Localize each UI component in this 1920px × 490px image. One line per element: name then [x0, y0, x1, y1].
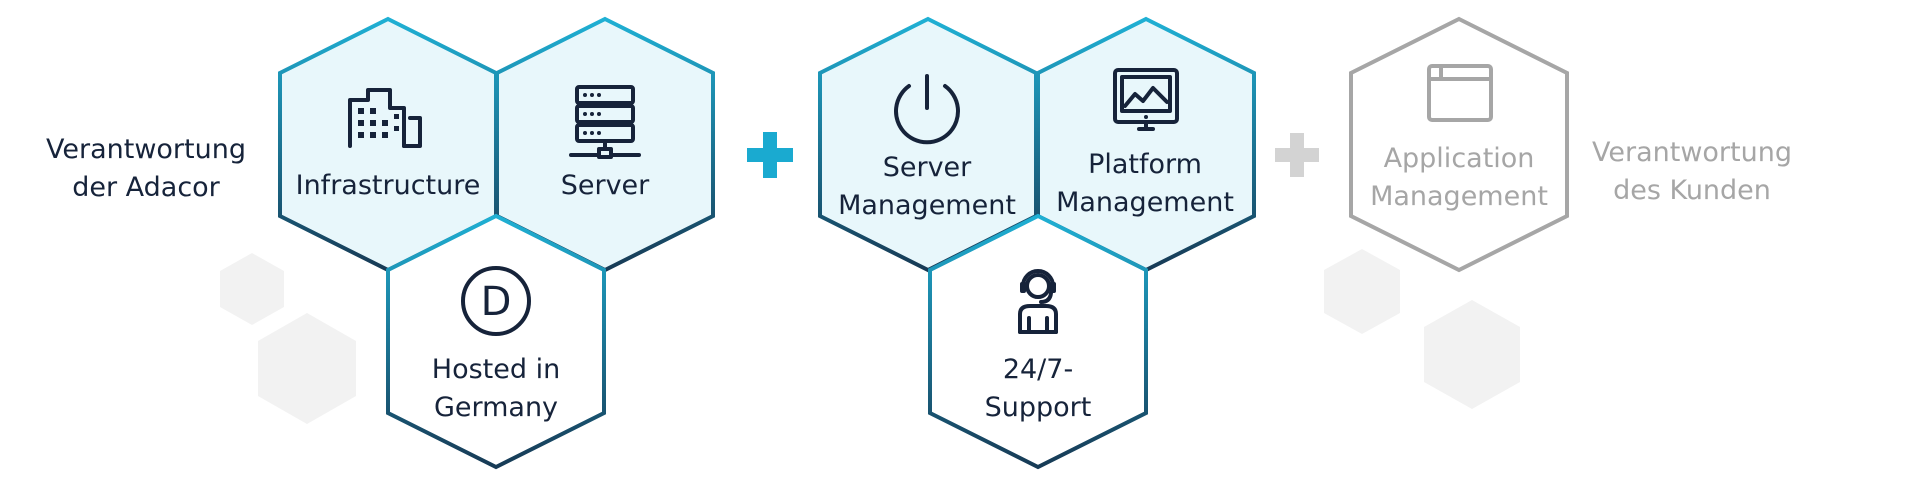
- monitor-chart-icon: [1113, 68, 1179, 131]
- headset-agent-icon: [1018, 269, 1058, 334]
- group-customer: Application Management: [1349, 16, 1569, 273]
- group-adacor-infrastructure: Infrastructure Server D Hosted in German…: [278, 16, 715, 470]
- infrastructure-label: Infrastructure: [296, 170, 481, 201]
- group-adacor-services: Server Management Platform Management 24…: [818, 16, 1256, 470]
- plus-icon-inactive: [1275, 133, 1319, 177]
- server-label: Server: [561, 170, 650, 201]
- hex-support: [928, 213, 1148, 470]
- application-management-label-line2: Management: [1370, 181, 1548, 212]
- decor-hex-2: [258, 313, 356, 424]
- building-icon: [348, 88, 422, 148]
- svg-text:D: D: [481, 279, 512, 325]
- right-caption-line1: Verantwortung: [1592, 137, 1792, 168]
- support-label-line2: Support: [985, 392, 1092, 423]
- browser-window-icon: [1427, 64, 1493, 122]
- right-caption-line2: des Kunden: [1613, 175, 1771, 206]
- server-rack-icon: [569, 85, 641, 159]
- platform-management-label-line2: Management: [1056, 187, 1234, 218]
- hex-application-management: [1349, 16, 1569, 273]
- decor-hexagons: [220, 249, 1520, 424]
- hosted-label-line2: Germany: [434, 392, 558, 423]
- hosted-label-line1: Hosted in: [432, 354, 560, 385]
- support-label-line1: 24/7-: [1003, 354, 1073, 385]
- application-management-label-line1: Application: [1384, 143, 1535, 174]
- power-icon: [894, 74, 960, 145]
- server-management-label-line2: Management: [838, 190, 1016, 221]
- d-circle-icon: D: [461, 266, 531, 336]
- left-caption-line2: der Adacor: [72, 172, 220, 203]
- left-caption-line1: Verantwortung: [46, 134, 246, 165]
- server-management-label-line1: Server: [883, 152, 972, 183]
- plus-icon-active: [747, 132, 793, 178]
- decor-hex-1: [220, 253, 284, 325]
- hex-hosted-in-germany: [386, 213, 606, 470]
- decor-hex-4: [1424, 300, 1520, 409]
- platform-management-label-line1: Platform: [1088, 149, 1202, 180]
- decor-hex-3: [1324, 249, 1400, 334]
